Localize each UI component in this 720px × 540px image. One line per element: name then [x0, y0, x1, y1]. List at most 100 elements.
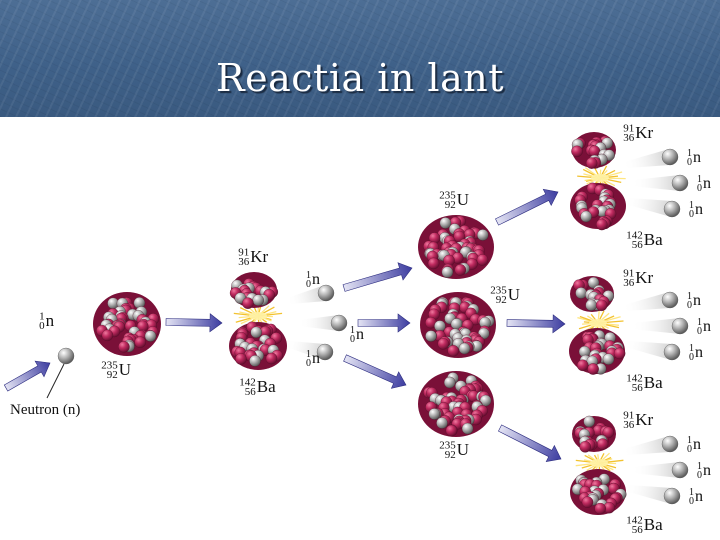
isotope-mass-number: 235 [439, 440, 456, 452]
uranium-nucleus-bot [418, 371, 494, 437]
isotope-symbol: Ba [644, 373, 663, 392]
released-neutron [671, 461, 689, 479]
slide-header: Reactia in lant [0, 0, 720, 117]
isotope-symbol: U [457, 190, 469, 209]
neutron-trail [624, 197, 674, 217]
isotope-atomic-number: 36 [623, 419, 635, 431]
isotope-atomic-number: 0 [687, 444, 692, 455]
arrow-to-fission-top [495, 188, 559, 226]
isotope-mass-number: 91 [623, 268, 634, 280]
isotope-symbol: n [695, 201, 703, 218]
released-neutron [663, 487, 681, 505]
arrows-layer [3, 188, 566, 462]
uranium-nucleus-top [418, 215, 494, 279]
isotope-atomic-number: 0 [306, 358, 311, 369]
fission-burst-top [577, 164, 626, 193]
released-neutron [316, 343, 334, 361]
isotope-atomic-number: 56 [632, 382, 644, 394]
isotope-symbol: n [703, 462, 711, 479]
isotope-mass-number: 1 [689, 200, 694, 211]
incoming-neutron-arrow [3, 360, 51, 392]
isotope-atomic-number: 92 [107, 369, 118, 381]
isotope-symbol: n [356, 326, 364, 343]
isotope-mass-number: 1 [306, 349, 311, 360]
neutron-trail [632, 462, 680, 478]
arrow-to-fission-bot [498, 424, 562, 462]
isotope-atomic-number: 56 [632, 524, 644, 536]
isotope-mass-number: 1 [687, 291, 692, 302]
isotope-atomic-number: 92 [445, 449, 456, 461]
arrow-to-fission-mid [506, 314, 566, 334]
released-neutron [661, 435, 679, 453]
neutron-trail [622, 149, 672, 169]
isotope-atomic-number: 56 [632, 239, 644, 251]
isotope-mass-number: 91 [623, 410, 634, 422]
arrow-to-fission-1 [165, 313, 223, 333]
krypton-nucleus-top [571, 132, 616, 169]
isotope-symbol: n [695, 344, 703, 361]
isotope-mass-number: 142 [239, 377, 256, 389]
isotope-mass-number: 142 [626, 515, 643, 527]
uranium-nucleus [93, 292, 161, 356]
neutron-trail [622, 436, 672, 456]
isotope-atomic-number: 0 [689, 496, 694, 507]
released-neutron [330, 314, 348, 332]
bursts-layer [233, 164, 626, 476]
isotope-atomic-number: 0 [39, 320, 45, 332]
isotope-symbol: n [46, 311, 55, 330]
isotope-atomic-number: 36 [238, 256, 250, 268]
isotope-symbol: Ba [257, 377, 276, 396]
isotope-symbol: n [693, 292, 701, 309]
isotope-symbol: U [508, 285, 520, 304]
barium-nucleus-bot [570, 469, 627, 515]
isotope-mass-number: 235 [101, 360, 118, 372]
isotope-atomic-number: 36 [623, 132, 635, 144]
fission-burst-bot [575, 452, 624, 476]
header-texture [0, 0, 720, 117]
isotope-symbol: n [695, 488, 703, 505]
isotope-atomic-number: 0 [689, 209, 694, 220]
barium-nucleus-mid [569, 328, 626, 375]
isotope-mass-number: 91 [238, 247, 249, 259]
neutron-trail [286, 285, 328, 305]
isotope-mass-number: 1 [687, 148, 692, 159]
nuclei-layer [93, 132, 627, 515]
krypton-nucleus-bot [572, 415, 616, 453]
released-neutron [663, 200, 681, 218]
isotope-atomic-number: 0 [689, 352, 694, 363]
isotope-mass-number: 1 [689, 487, 694, 498]
krypton-nucleus-1 [229, 272, 279, 309]
neutron-caption: Neutron (n) [10, 402, 80, 418]
isotope-symbol: n [703, 175, 711, 192]
isotope-symbol: n [693, 436, 701, 453]
isotope-symbol: U [119, 360, 131, 379]
isotope-atomic-number: 0 [687, 300, 692, 311]
isotope-symbol: n [312, 271, 320, 288]
isotope-mass-number: 142 [626, 230, 643, 242]
krypton-nucleus-mid [570, 276, 615, 312]
isotope-atomic-number: 92 [496, 294, 507, 306]
barium-nucleus-top [570, 182, 626, 231]
neutrons-layer [57, 148, 689, 505]
trails-layer [285, 149, 680, 504]
isotope-symbol: Kr [635, 268, 653, 287]
released-neutron [661, 291, 679, 309]
isotope-atomic-number: 0 [697, 183, 702, 194]
